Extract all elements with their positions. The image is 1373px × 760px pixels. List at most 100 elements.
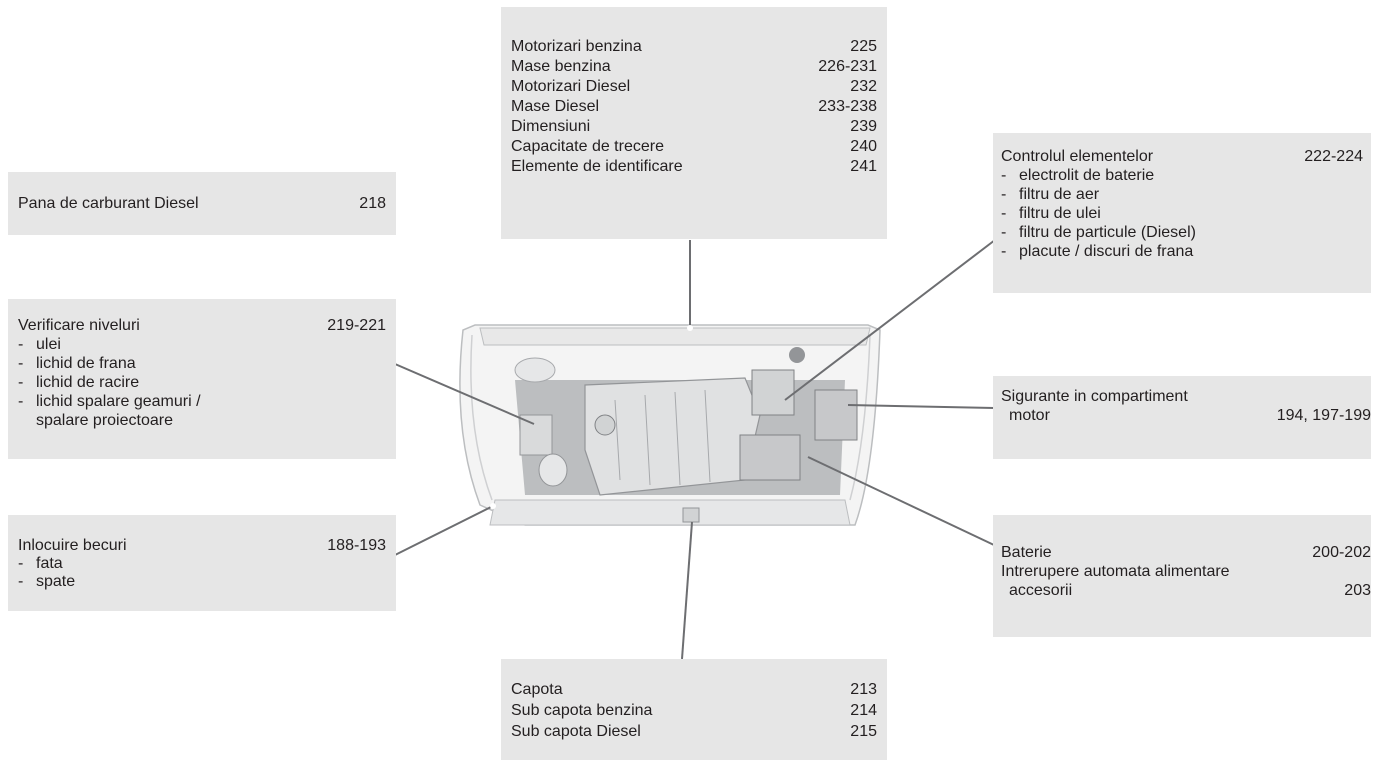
battery-label3: accesorii — [1009, 581, 1072, 600]
levels-item: -ulei — [18, 335, 386, 354]
control-item-label: electrolit de baterie — [1019, 166, 1154, 185]
bonnet-row: Capota 213 — [511, 679, 877, 700]
bulbs-label: Inlocuire becuri — [18, 537, 127, 555]
control-item-label: filtru de aer — [1019, 185, 1099, 204]
levels-item-label: ulei — [36, 335, 61, 354]
specs-label: Dimensiuni — [511, 117, 590, 137]
control-item: -placute / discuri de frana — [1001, 242, 1363, 261]
specs-row: Motorizari benzina 225 — [511, 37, 877, 57]
diesel-page: 218 — [359, 194, 386, 214]
battery-page2: 203 — [1344, 581, 1371, 600]
specs-row: Dimensiuni 239 — [511, 117, 877, 137]
control-page: 222-224 — [1304, 147, 1363, 166]
control-item-label: filtru de particule (Diesel) — [1019, 223, 1196, 242]
specs-page: 226-231 — [818, 57, 877, 77]
control-item: -filtru de ulei — [1001, 204, 1363, 223]
specs-label: Motorizari benzina — [511, 37, 642, 57]
levels-item: -lichid de racire — [18, 373, 386, 392]
battery-label2: Intrerupere automata alimentare — [1001, 562, 1371, 581]
control-item: -electrolit de baterie — [1001, 166, 1363, 185]
levels-item-label: lichid de racire — [36, 373, 139, 392]
specs-box: Motorizari benzina 225 Mase benzina 226-23… — [501, 7, 887, 239]
bullet-dash: - — [18, 373, 36, 392]
levels-item-continuation: spalare proiectoare — [18, 411, 386, 430]
specs-page: 233-238 — [818, 97, 877, 117]
control-item: -filtru de aer — [1001, 185, 1363, 204]
specs-label: Mase Diesel — [511, 97, 599, 117]
battery-row2: accesorii 203 — [1001, 581, 1371, 600]
bulbs-item: -spate — [18, 573, 386, 591]
leader-bulbs — [395, 506, 493, 555]
battery-box: Baterie 200-202 Intrerupere automata alim… — [993, 515, 1371, 637]
bulbs-item-label: spate — [36, 573, 75, 591]
bullet-dash: - — [18, 354, 36, 373]
bonnet-page: 213 — [850, 679, 877, 700]
specs-row: Motorizari Diesel 232 — [511, 77, 877, 97]
bulbs-page: 188-193 — [327, 537, 386, 555]
bulbs-row: Inlocuire becuri 188-193 — [18, 537, 386, 555]
levels-page: 219-221 — [327, 316, 386, 335]
battery-page: 200-202 — [1312, 543, 1371, 562]
bullet-dash: - — [1001, 204, 1019, 223]
bullet-dash: - — [18, 573, 36, 591]
diesel-row: Pana de carburant Diesel 218 — [18, 194, 386, 214]
levels-item-label: lichid spalare geamuri / — [36, 392, 201, 411]
specs-row: Mase benzina 226-231 — [511, 57, 877, 77]
bullet-dash: - — [18, 335, 36, 354]
control-label: Controlul elementelor — [1001, 147, 1153, 166]
diesel-box: Pana de carburant Diesel 218 — [8, 172, 396, 235]
specs-label: Motorizari Diesel — [511, 77, 630, 97]
fuses-box: Sigurante in compartiment motor 194, 197-… — [993, 376, 1371, 459]
bonnet-label: Capota — [511, 679, 563, 700]
levels-item-label: lichid de frana — [36, 354, 136, 373]
diesel-label: Pana de carburant Diesel — [18, 194, 199, 214]
levels-item: -lichid spalare geamuri / — [18, 392, 386, 411]
specs-row: Mase Diesel 233-238 — [511, 97, 877, 117]
bonnet-page: 215 — [850, 721, 877, 742]
fuses-label2: motor — [1009, 406, 1050, 425]
fuses-label: Sigurante in compartiment — [1001, 387, 1371, 406]
specs-label: Elemente de identificare — [511, 157, 683, 177]
control-item-label: placute / discuri de frana — [1019, 242, 1193, 261]
leader-bonnet — [682, 522, 692, 659]
bonnet-label: Sub capota Diesel — [511, 721, 641, 742]
specs-page: 240 — [850, 137, 877, 157]
bullet-dash: - — [1001, 185, 1019, 204]
leader-control — [785, 240, 995, 400]
bonnet-page: 214 — [850, 700, 877, 721]
control-row: Controlul elementelor 222-224 — [1001, 147, 1363, 166]
bonnet-row: Sub capota Diesel 215 — [511, 721, 877, 742]
bullet-dash: - — [18, 555, 36, 573]
specs-label: Mase benzina — [511, 57, 611, 77]
control-item: -filtru de particule (Diesel) — [1001, 223, 1363, 242]
battery-row: Baterie 200-202 — [1001, 543, 1371, 562]
engine-bay-illustration — [460, 325, 880, 525]
bonnet-label: Sub capota benzina — [511, 700, 652, 721]
levels-label: Verificare niveluri — [18, 316, 140, 335]
specs-row: Elemente de identificare 241 — [511, 157, 877, 177]
levels-continuation-label: spalare proiectoare — [36, 411, 173, 430]
specs-page: 225 — [850, 37, 877, 57]
bullet-dash: - — [1001, 223, 1019, 242]
bulbs-box: Inlocuire becuri 188-193 -fata -spate — [8, 515, 396, 611]
bonnet-row: Sub capota benzina 214 — [511, 700, 877, 721]
levels-row: Verificare niveluri 219-221 — [18, 316, 386, 335]
specs-page: 241 — [850, 157, 877, 177]
bonnet-box: Capota 213 Sub capota benzina 214 Sub capo… — [501, 659, 887, 760]
fuses-page: 194, 197-199 — [1277, 406, 1371, 425]
bullet-dash: - — [1001, 242, 1019, 261]
specs-page: 232 — [850, 77, 877, 97]
bulbs-item: -fata — [18, 555, 386, 573]
specs-row: Capacitate de trecere 240 — [511, 137, 877, 157]
specs-page: 239 — [850, 117, 877, 137]
specs-label: Capacitate de trecere — [511, 137, 664, 157]
bullet-dash: - — [1001, 166, 1019, 185]
bulbs-item-label: fata — [36, 555, 63, 573]
control-item-label: filtru de ulei — [1019, 204, 1101, 223]
battery-label: Baterie — [1001, 543, 1052, 562]
bullet-dash: - — [18, 392, 36, 411]
levels-item: -lichid de frana — [18, 354, 386, 373]
fuses-row: motor 194, 197-199 — [1001, 406, 1371, 425]
